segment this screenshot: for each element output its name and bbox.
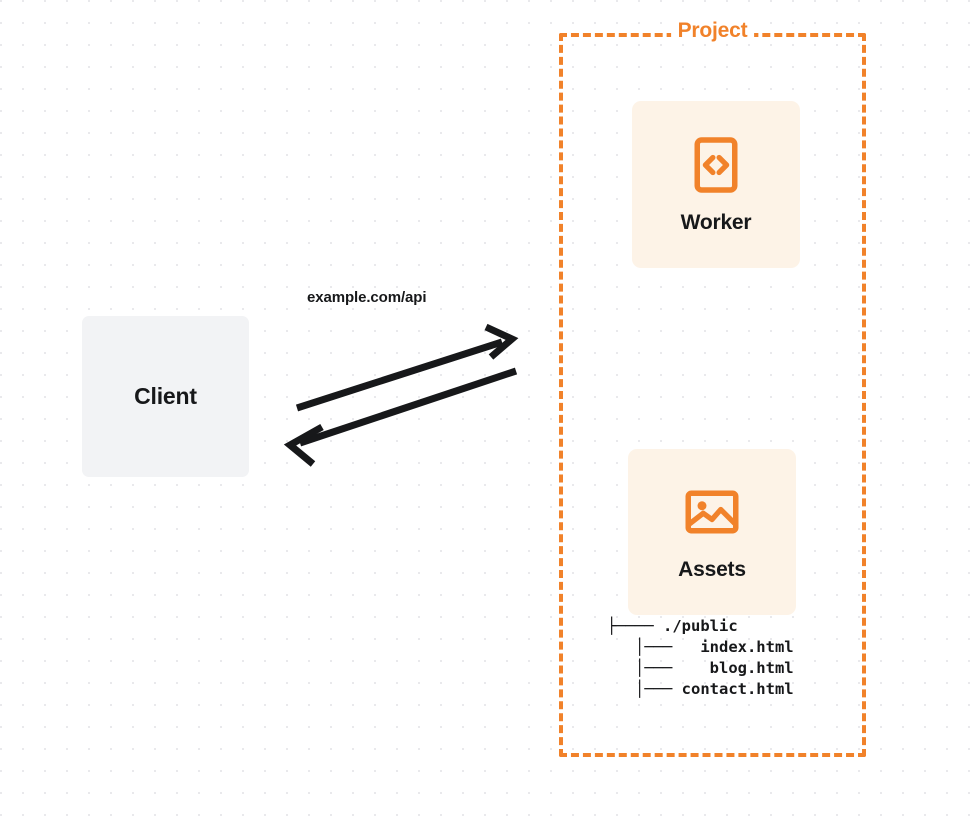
worker-node-label: Worker bbox=[680, 210, 752, 234]
code-brackets-icon bbox=[694, 136, 738, 193]
worker-node[interactable]: Worker bbox=[632, 101, 800, 268]
assets-node[interactable]: Assets bbox=[628, 449, 796, 615]
image-icon bbox=[685, 490, 739, 534]
response-arrow bbox=[283, 367, 518, 467]
project-title: Project bbox=[670, 19, 755, 43]
assets-file-tree: ├──── ./public │─── index.html │─── blog… bbox=[607, 617, 794, 698]
request-arrow bbox=[295, 323, 519, 412]
project-container[interactable]: Project Worker Assets ├──── ./public │──… bbox=[559, 19, 866, 757]
connection-label: example.com/api bbox=[307, 289, 427, 306]
client-node-label: Client bbox=[134, 383, 197, 409]
assets-node-label: Assets bbox=[678, 558, 746, 581]
client-node[interactable]: Client bbox=[82, 316, 249, 477]
